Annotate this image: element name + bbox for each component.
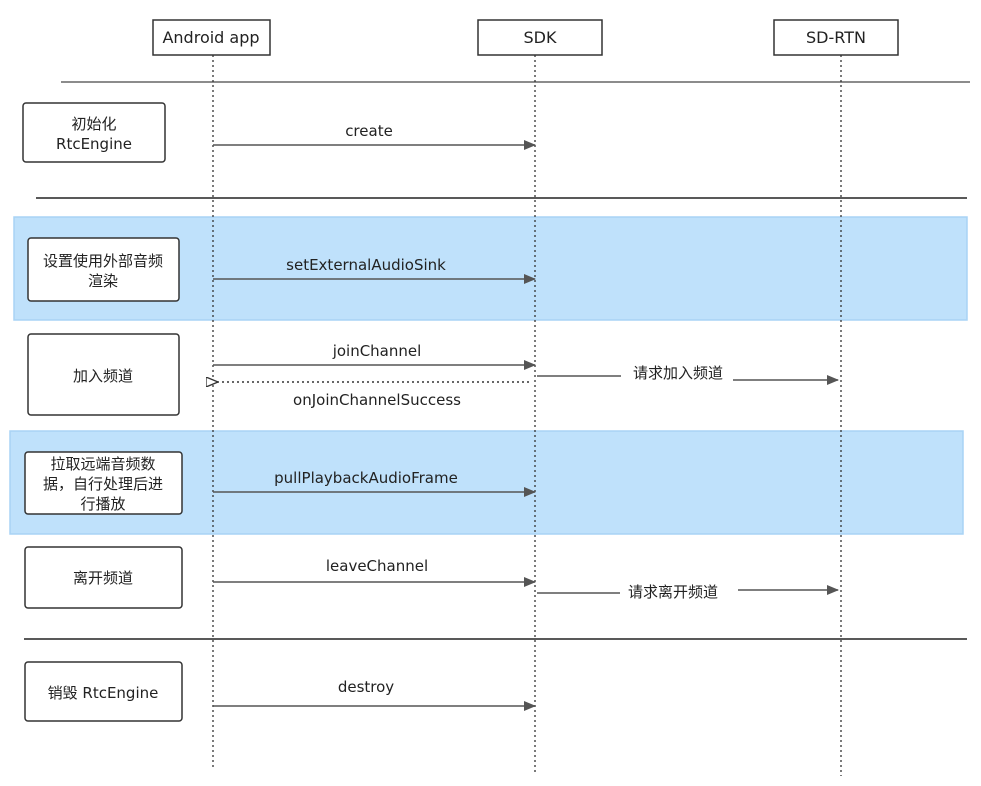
step-label: 行播放 (80, 495, 125, 513)
step-init-rtcengine: 初始化 RtcEngine (22, 102, 166, 163)
actor-label: SDK (524, 28, 557, 47)
actor-label: Android app (162, 28, 259, 47)
message-request-join: 请求加入频道 (537, 364, 839, 385)
message-label: leaveChannel (326, 557, 428, 575)
message-pull-playback-audio-frame: pullPlaybackAudioFrame (213, 469, 536, 497)
message-request-leave: 请求离开频道 (537, 583, 839, 601)
step-pull-remote-audio: 拉取远端音频数 据，自行处理后进 行播放 (24, 451, 183, 515)
message-label: create (345, 122, 393, 140)
step-label: RtcEngine (56, 135, 132, 153)
message-label: 请求离开频道 (628, 583, 718, 601)
step-destroy-rtcengine: 销毁 RtcEngine (24, 661, 183, 722)
actor-android-app: Android app (152, 19, 271, 56)
actor-label: SD-RTN (806, 28, 866, 47)
step-label: 设置使用外部音频 (43, 252, 163, 270)
message-join-channel: joinChannel (213, 342, 536, 370)
message-create: create (213, 122, 536, 150)
step-leave-channel: 离开频道 (24, 546, 183, 609)
message-label: destroy (338, 678, 394, 696)
message-label: setExternalAudioSink (286, 256, 446, 274)
step-label: 拉取远端音频数 (50, 455, 155, 473)
step-set-external-sink: 设置使用外部音频 渲染 (27, 237, 180, 302)
message-label: 请求加入频道 (633, 364, 723, 382)
message-destroy: destroy (213, 678, 536, 711)
message-on-join-channel-success: onJoinChannelSuccess (217, 382, 529, 409)
message-leave-channel: leaveChannel (213, 557, 536, 587)
step-join-channel: 加入频道 (27, 333, 180, 416)
step-label: 初始化 (71, 115, 116, 133)
step-label: 离开频道 (73, 569, 133, 587)
message-label: pullPlaybackAudioFrame (274, 469, 458, 487)
step-label: 渲染 (88, 272, 118, 290)
message-label: onJoinChannelSuccess (293, 391, 461, 409)
message-set-external-audio-sink: setExternalAudioSink (213, 256, 536, 284)
step-label: 据，自行处理后进 (43, 475, 163, 493)
message-label: joinChannel (332, 342, 422, 360)
actor-sdk: SDK (477, 19, 603, 56)
step-label: 销毁 RtcEngine (48, 684, 159, 702)
actor-sd-rtn: SD-RTN (773, 19, 899, 56)
step-label: 加入频道 (73, 367, 133, 385)
